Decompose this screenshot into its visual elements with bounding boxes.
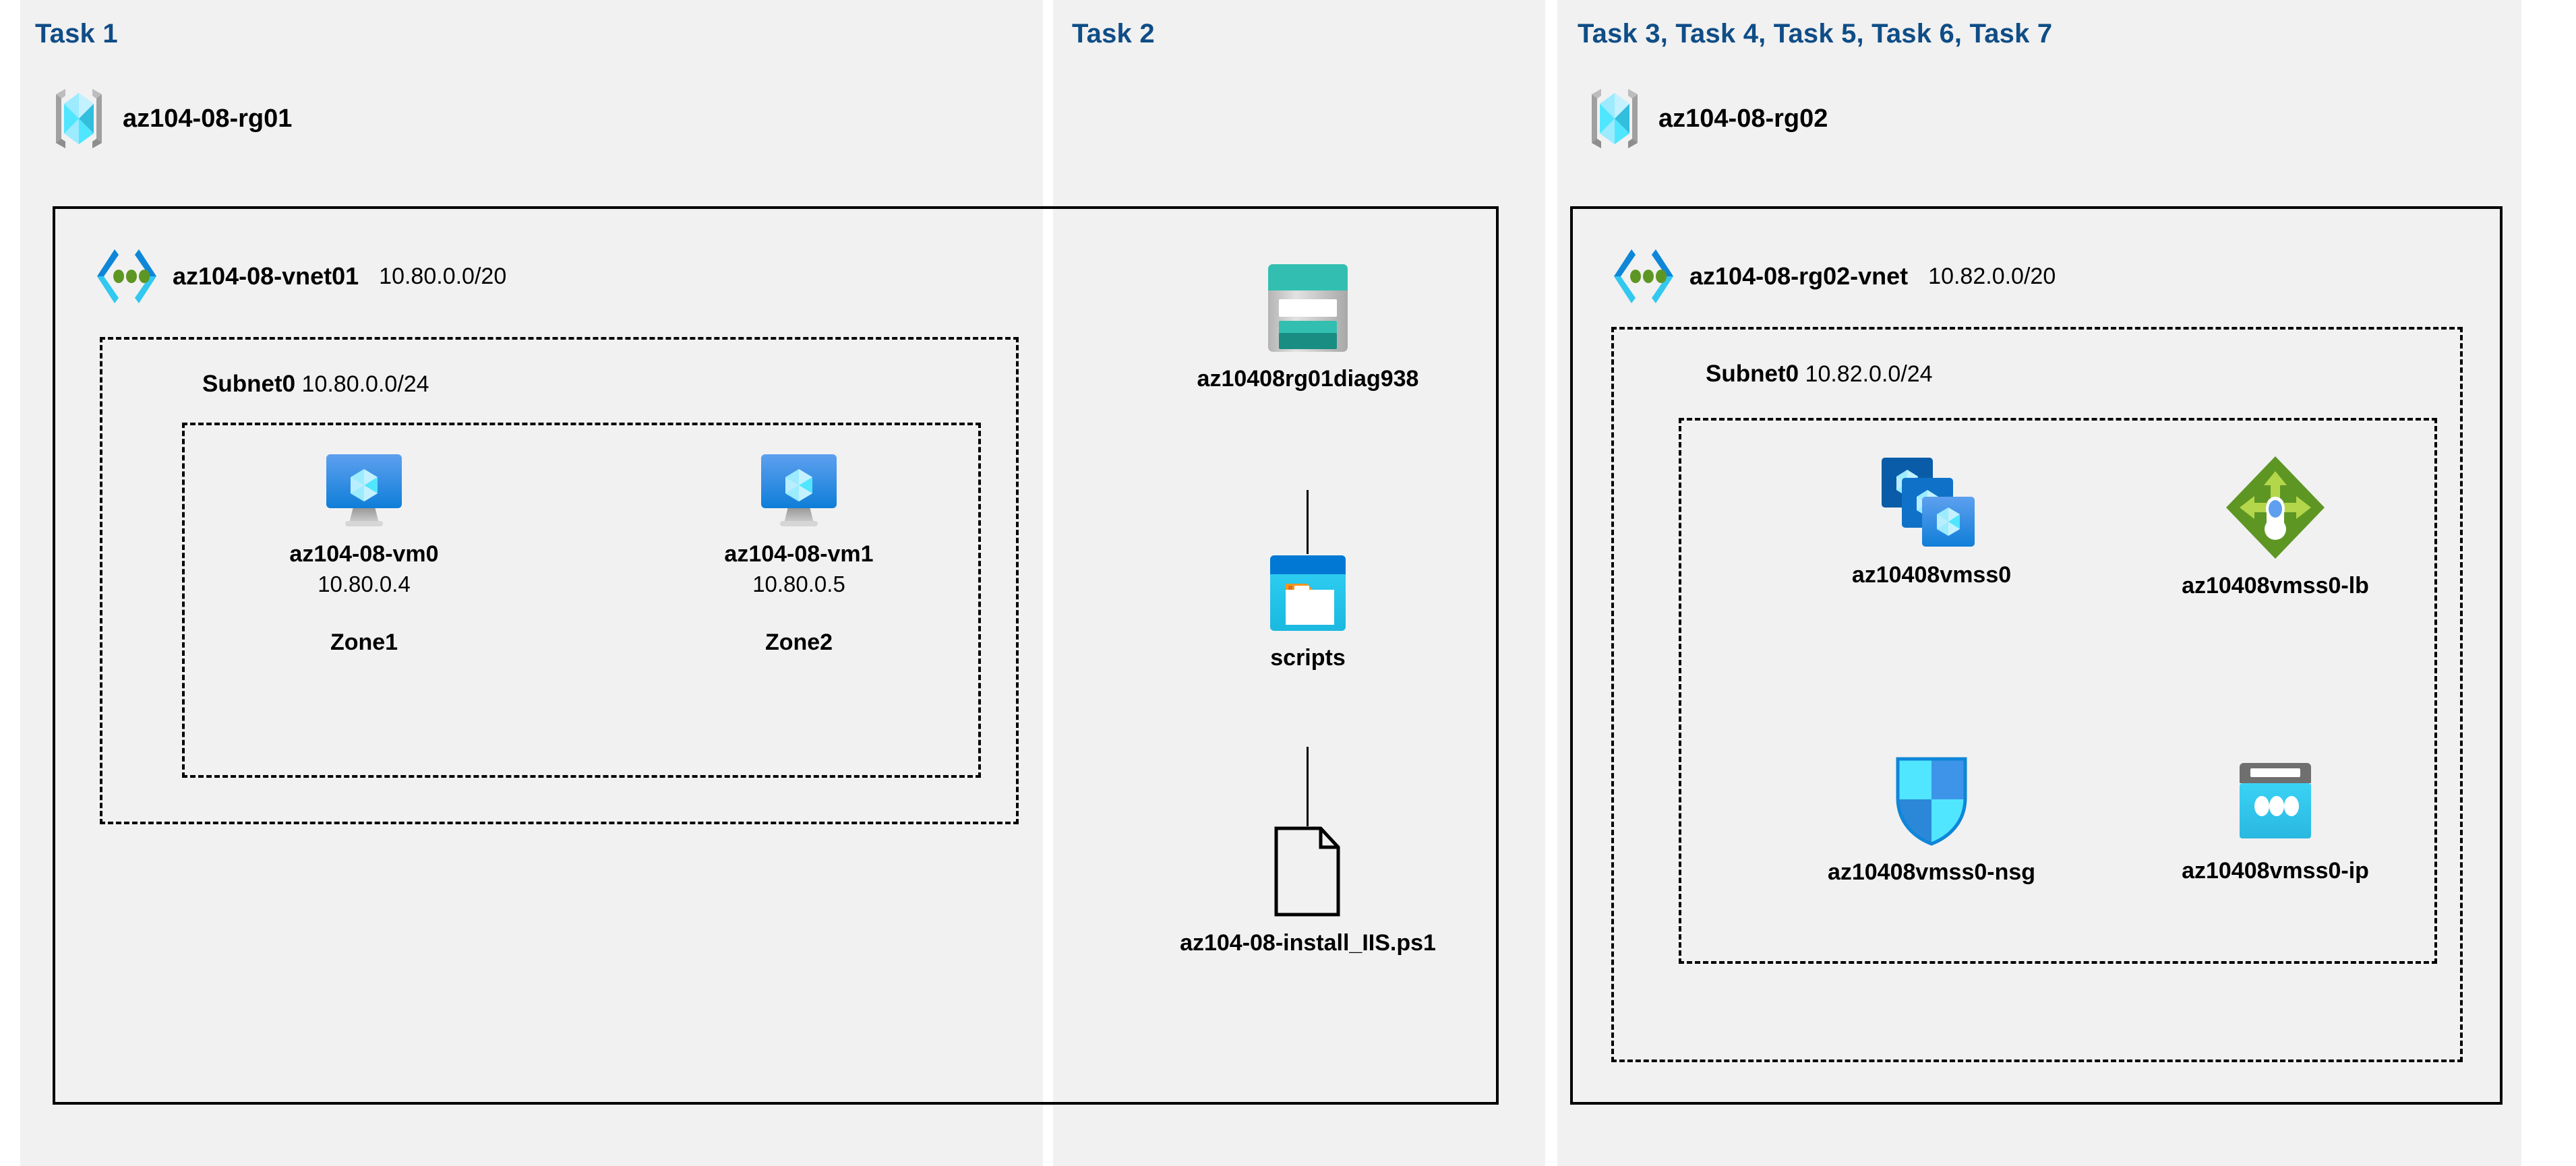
node-ip-vm1: 10.80.0.5 (752, 572, 845, 597)
vnet-cidr-rg02-vnet: 10.82.0.0/20 (1928, 263, 2056, 289)
node-label-blob-container: scripts (1270, 645, 1346, 671)
node-label-public-ip-address: az10408vmss0-ip (2182, 858, 2369, 884)
node-load-balancer[interactable]: az10408vmss0-lb (2117, 455, 2434, 599)
script-file-icon (1271, 826, 1345, 917)
node-network-security-group[interactable]: az10408vmss0-nsg (1773, 755, 2090, 886)
node-script-file[interactable]: az104-08-install_IIS.ps1 (1106, 826, 1510, 956)
node-label-vm1: az104-08-vm1 (724, 541, 874, 567)
node-vm1[interactable]: az104-08-vm1 10.80.0.5 Zone2 (657, 453, 940, 656)
virtual-machine-icon (760, 453, 838, 528)
node-vm-scale-set[interactable]: az10408vmss0 (1773, 455, 2090, 588)
vnet-row-vnet01: az104-08-vnet01 10.80.0.0/20 (94, 248, 506, 305)
load-balancer-icon (2225, 455, 2326, 560)
node-public-ip-address[interactable]: az10408vmss0-ip (2117, 762, 2434, 884)
node-label-load-balancer: az10408vmss0-lb (2182, 573, 2369, 599)
resource-group-label-rg01: az104-08-rg01 (123, 104, 293, 133)
vnet-row-rg02-vnet: az104-08-rg02-vnet 10.82.0.0/20 (1611, 248, 2056, 305)
virtual-machine-icon (325, 453, 403, 528)
vnet-boundary-rg02-vnet (1570, 206, 2503, 1105)
resource-group-row-rg02: az104-08-rg02 (1586, 86, 1828, 151)
node-blob-container[interactable]: scripts (1207, 554, 1409, 671)
public-ip-address-icon (2236, 762, 2315, 845)
subnet-cidr-task1: 10.80.0.0/24 (301, 371, 429, 397)
network-security-group-icon (1894, 755, 1969, 847)
node-label-storage-account: az10408rg01diag938 (1197, 366, 1419, 392)
node-vm0[interactable]: az104-08-vm0 10.80.0.4 Zone1 (222, 453, 506, 656)
task-header-task1: Task 1 (35, 19, 118, 49)
vm-scale-set-icon (1880, 455, 1983, 549)
task-header-task2: Task 2 (1072, 19, 1155, 49)
subnet-boundary-task3 (1611, 327, 2463, 1062)
subnet-name-task1: Subnet0 (202, 371, 296, 397)
subnet-name-task3: Subnet0 (1706, 361, 1799, 387)
node-label-network-security-group: az10408vmss0-nsg (1827, 859, 2036, 885)
node-zone-vm1: Zone2 (765, 630, 833, 656)
task-panel-task1 (20, 0, 1043, 1166)
connector-container-to-file (1307, 747, 1309, 826)
subnet-boundary-task1 (100, 337, 1019, 824)
resource-group-boundary-task3 (1679, 418, 2437, 964)
vm-group-boundary-task1 (182, 423, 981, 778)
vnet-name-vnet01: az104-08-vnet01 (173, 262, 359, 290)
subnet-label-task1: Subnet0 10.80.0.0/24 (202, 371, 429, 398)
resource-group-icon (50, 86, 108, 151)
vnet-name-rg02-vnet: az104-08-rg02-vnet (1689, 262, 1909, 290)
blob-container-icon (1269, 554, 1347, 632)
node-label-vm0: az104-08-vm0 (289, 541, 439, 567)
connector-storage-to-container (1307, 490, 1309, 554)
virtual-network-icon (94, 248, 159, 305)
subnet-cidr-task3: 10.82.0.0/24 (1805, 361, 1933, 387)
resource-group-icon (1586, 86, 1644, 151)
resource-group-row-rg01: az104-08-rg01 (50, 86, 292, 151)
virtual-network-icon (1611, 248, 1676, 305)
subnet-label-task3: Subnet0 10.82.0.0/24 (1706, 361, 1933, 388)
node-label-vm-scale-set: az10408vmss0 (1851, 562, 2012, 588)
node-zone-vm0: Zone1 (330, 630, 398, 656)
node-storage-account[interactable]: az10408rg01diag938 (1119, 263, 1497, 392)
task-panel-task3 (1557, 0, 2521, 1166)
vnet-boundary-vnet01 (53, 206, 1499, 1105)
node-label-script-file: az104-08-install_IIS.ps1 (1180, 930, 1436, 956)
task-header-task3: Task 3, Task 4, Task 5, Task 6, Task 7 (1578, 19, 2053, 49)
vnet-cidr-vnet01: 10.80.0.0/20 (379, 263, 507, 289)
node-ip-vm0: 10.80.0.4 (318, 572, 411, 597)
resource-group-label-rg02: az104-08-rg02 (1658, 104, 1828, 133)
storage-account-icon (1267, 263, 1349, 353)
